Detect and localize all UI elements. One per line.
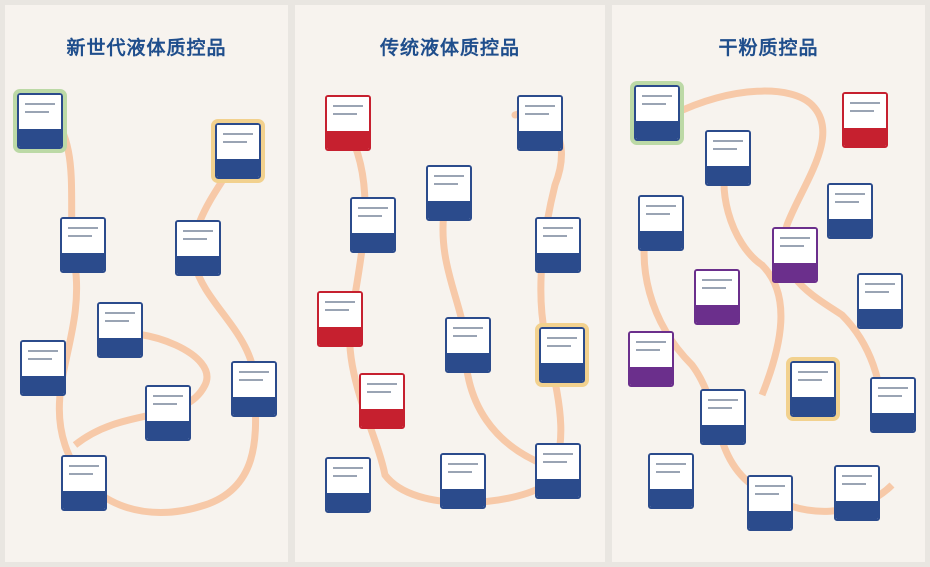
step-card[interactable] [97, 302, 143, 358]
panel-new-liquid: 新世代液体质控品 [5, 5, 288, 562]
step-card[interactable] [857, 273, 903, 329]
step-card[interactable] [694, 269, 740, 325]
step-card[interactable] [638, 195, 684, 251]
step-card[interactable] [628, 331, 674, 387]
step-card[interactable] [325, 95, 371, 151]
step-card[interactable] [211, 119, 265, 183]
step-card[interactable] [61, 455, 107, 511]
step-card[interactable] [60, 217, 106, 273]
step-card[interactable] [870, 377, 916, 433]
step-card[interactable] [13, 89, 67, 153]
step-card[interactable] [700, 389, 746, 445]
panel-title: 新世代液体质控品 [66, 37, 227, 59]
step-card[interactable] [445, 317, 491, 373]
flow-path [41, 101, 260, 516]
step-card[interactable] [747, 475, 793, 531]
step-card[interactable] [834, 465, 880, 521]
step-card[interactable] [535, 323, 589, 387]
panel-dry-powder: 干粉质控品 [612, 5, 925, 562]
step-card[interactable] [20, 340, 66, 396]
step-card[interactable] [535, 217, 581, 273]
step-card[interactable] [827, 183, 873, 239]
step-card[interactable] [842, 92, 888, 148]
step-card[interactable] [786, 357, 840, 421]
step-card[interactable] [426, 165, 472, 221]
step-card[interactable] [175, 220, 221, 276]
panel-traditional-liquid: 传统液体质控品 [295, 5, 605, 562]
step-card[interactable] [317, 291, 363, 347]
step-card[interactable] [325, 457, 371, 513]
step-card[interactable] [359, 373, 405, 429]
step-card[interactable] [517, 95, 563, 151]
step-card[interactable] [231, 361, 277, 417]
step-card[interactable] [440, 453, 486, 509]
step-card[interactable] [630, 81, 684, 145]
step-card[interactable] [648, 453, 694, 509]
step-card[interactable] [535, 443, 581, 499]
step-card[interactable] [145, 385, 191, 441]
step-card[interactable] [350, 197, 396, 253]
panel-title: 干粉质控品 [718, 37, 819, 59]
step-card[interactable] [772, 227, 818, 283]
step-card[interactable] [705, 130, 751, 186]
panel-title: 传统液体质控品 [379, 37, 520, 59]
